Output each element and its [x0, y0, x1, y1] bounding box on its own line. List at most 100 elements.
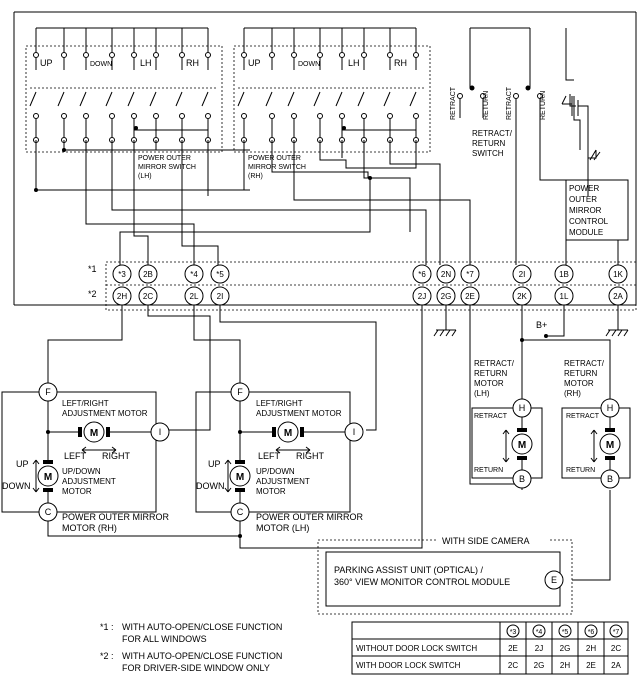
lh-up: UP: [208, 459, 221, 469]
retract-switch-label-3: SWITCH: [472, 149, 504, 158]
term-r2-0: 2H: [117, 292, 127, 301]
rh-f: F: [45, 387, 51, 397]
lh-title-1: POWER OUTER MIRROR: [256, 512, 363, 522]
retract-switch-label-2: RETURN: [472, 139, 506, 148]
row1-c0: 2C: [508, 661, 518, 670]
rm-rh-l4: (RH): [564, 389, 581, 398]
right-wiring: [539, 118, 619, 265]
lh-left: LEFT: [258, 451, 281, 461]
lh-f: F: [237, 387, 243, 397]
term-r1-2: *4: [190, 270, 198, 279]
module-l5: MODULE: [569, 228, 603, 237]
rm-lh-b: B: [519, 474, 525, 484]
rm-lh-m: M: [518, 440, 526, 451]
term-r1-0: *3: [118, 270, 126, 279]
row1-mark: *1: [88, 264, 97, 274]
rm-rh-retract: RETRACT: [566, 413, 600, 420]
rm-lh-l3: MOTOR: [474, 379, 504, 388]
rh-c: C: [45, 507, 52, 517]
camera-header: WITH SIDE CAMERA: [442, 536, 530, 546]
lh-m-ud: M: [236, 472, 244, 483]
switch-rh-label-3: (RH): [248, 173, 263, 180]
row1-terminals: *3 2B *4 *5 *6 2N *7 2I 1B 1K: [112, 264, 628, 284]
side-camera-module: WITH SIDE CAMERA PARKING ASSIST UNIT (OP…: [317, 535, 573, 615]
rh-m-ud: M: [44, 472, 52, 483]
term-r2-4: 2J: [418, 292, 426, 301]
term-r2-6: 2E: [465, 292, 475, 301]
lh-ud-3: MOTOR: [256, 487, 286, 496]
camera-e: E: [551, 575, 557, 585]
term-r1-4: *6: [418, 270, 426, 279]
retract-return-switch: RETRACT RETURN RETRACT RETURN RETRACT/ R…: [450, 27, 547, 265]
note1-mark: *1 :: [100, 622, 114, 632]
switch-lh-up: UP: [40, 58, 53, 68]
row1-c2: 2H: [560, 661, 570, 670]
retract-switch-label-1: RETRACT/: [472, 129, 513, 138]
note2-mark: *2 :: [100, 651, 114, 661]
rh-lr-1: LEFT/RIGHT: [62, 399, 109, 408]
rm-rh-l1: RETRACT/: [564, 359, 605, 368]
row1-label: WITH DOOR LOCK SWITCH: [356, 661, 461, 670]
table-header: *3 *4 *5 *6 *7: [506, 624, 623, 638]
term-r2-5: 2G: [441, 292, 452, 301]
term-r1-9: 1K: [613, 270, 623, 279]
lh-ud-1: UP/DOWN: [256, 467, 295, 476]
mirror-motor-rh: F I C M M LEFT/RIGHT ADJUSTMENT MOTOR LE…: [1, 382, 170, 533]
rh-title-2: MOTOR (RH): [62, 523, 117, 533]
switch-rh-rh: RH: [394, 58, 407, 68]
module-l2: OUTER: [569, 195, 597, 204]
footnotes: *1 : WITH AUTO-OPEN/CLOSE FUNCTION FOR A…: [100, 622, 282, 673]
lh-lr-1: LEFT/RIGHT: [256, 399, 303, 408]
table-row: WITHOUT DOOR LOCK SWITCH 2E 2J 2G 2H 2C: [356, 644, 621, 653]
rm-rh-m: M: [606, 440, 614, 451]
switch-rh-up: UP: [248, 58, 261, 68]
row1-c1: 2G: [534, 661, 545, 670]
rh-i: I: [159, 427, 162, 437]
term-r2-9: 2A: [613, 292, 623, 301]
term-r1-6: *7: [466, 270, 474, 279]
term-r2-8: 1L: [560, 292, 569, 301]
note2-l2: FOR DRIVER-SIDE WINDOW ONLY: [122, 663, 270, 673]
lh-ud-2: ADJUSTMENT: [256, 477, 310, 486]
term-r1-1: 2B: [143, 270, 153, 279]
rh-ud-1: UP/DOWN: [62, 467, 101, 476]
switch-rh-down: DOWN: [298, 61, 320, 68]
switch-lh-contacts: [33, 52, 211, 143]
retract-motor-lh: RETRACT/ RETURN MOTOR (LH) H B M RETRACT…: [471, 359, 543, 489]
term-r1-7: 2I: [519, 270, 526, 279]
retract-label-a: RETRACT: [450, 86, 457, 120]
term-r2-2: 2L: [190, 292, 199, 301]
output-transistor: [561, 28, 601, 196]
lh-right: RIGHT: [296, 451, 325, 461]
control-unit-outline: [13, 11, 637, 306]
table-row: WITH DOOR LOCK SWITCH 2C 2G 2H 2E 2A: [356, 661, 622, 670]
switch-wiring: [34, 126, 471, 265]
term-r1-8: 1B: [559, 270, 569, 279]
row0-c2: 2G: [560, 644, 571, 653]
note1-l2: FOR ALL WINDOWS: [122, 634, 207, 644]
switch-lh-label-1: POWER OUTER: [138, 155, 191, 162]
lh-down: DOWN: [196, 481, 225, 491]
row2-mark: *2: [88, 289, 97, 299]
row1-c3: 2E: [586, 661, 596, 670]
rm-rh-l2: RETURN: [564, 369, 598, 378]
row0-c4: 2C: [611, 644, 621, 653]
camera-l2: 360° VIEW MONITOR CONTROL MODULE: [334, 577, 510, 587]
switch-rh-contacts: [241, 52, 419, 143]
term-r1-5: 2N: [441, 270, 451, 279]
mirror-motor-lh: F I C M M LEFT/RIGHT ADJUSTMENT MOTOR LE…: [195, 382, 364, 533]
terminal-table: *3 *4 *5 *6 *7 WITHOUT DOOR LOCK SWITCH …: [351, 621, 629, 675]
rm-lh-retract: RETRACT: [474, 413, 508, 420]
lh-title-2: MOTOR (LH): [256, 523, 309, 533]
rh-up: UP: [16, 459, 29, 469]
return-label-b: RETURN: [540, 91, 547, 120]
mirror-switch-lh: UP DOWN LH RH POWER OUTER MIRROR SWITCH …: [25, 27, 223, 180]
battery-feed: B+: [536, 305, 565, 338]
row1-c4: 2A: [611, 661, 621, 670]
switch-rh-label-2: MIRROR SWITCH: [248, 164, 306, 171]
retract-motor-rh: RETRACT/ RETURN MOTOR (RH) H B M RETRACT…: [561, 359, 631, 489]
module-l4: CONTROL: [569, 217, 609, 226]
note2-l1: WITH AUTO-OPEN/CLOSE FUNCTION: [122, 651, 282, 661]
rm-lh-return: RETURN: [474, 467, 503, 474]
ground-symbols: [433, 305, 629, 337]
